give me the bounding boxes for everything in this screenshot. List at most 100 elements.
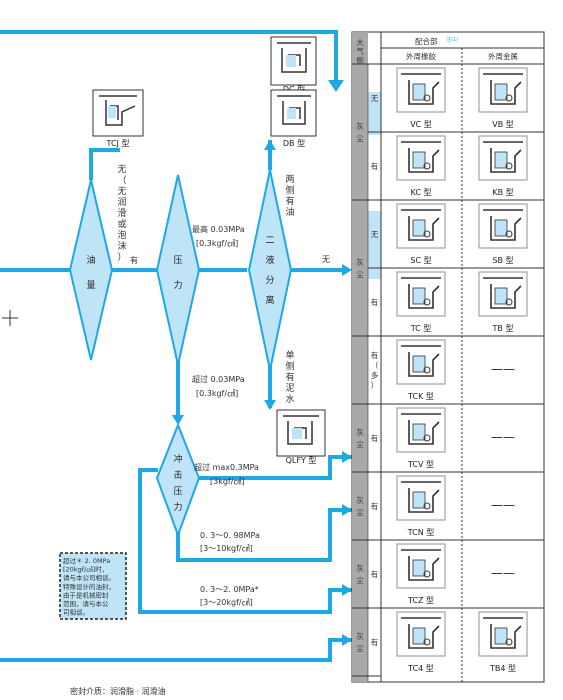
diamond-pressure: 压 力 [155, 174, 201, 366]
branch-oil-none-char-1: （ [117, 175, 126, 186]
table-header-rubber: 外周橡胶 [406, 51, 436, 61]
branch-impact-max-label-1: 超过 max0.3MPa [194, 462, 259, 472]
table-sub-label-3-0-0: 有 [371, 433, 379, 443]
flow-bottom [0, 638, 352, 662]
table-row: TCK 型—— [396, 339, 515, 401]
flow-arrows [172, 80, 352, 646]
seal-drawing-rubber-4 [396, 339, 446, 385]
diamond-impact-label-3: 力 [173, 501, 182, 513]
flow-impact-max [199, 455, 352, 480]
branch-oil-none-char-6: 泡 [117, 229, 126, 241]
branch-oil-none-char-0: 无 [117, 164, 126, 175]
table-row: SC 型 SB 型 [396, 203, 528, 265]
table-row: KC 型 KB 型 [396, 135, 528, 197]
table-sub-label-6-0-0: 有 [371, 637, 379, 647]
table-sub-label-5-0-0: 有 [371, 569, 379, 579]
table-group-label-5-1: 尘 [356, 575, 364, 585]
seal-label-rubber-2: SC 型 [410, 256, 431, 265]
branch-pressure-high-label-1: 超过 0.03MPa [192, 374, 245, 384]
table-group-label-3-0: 灰 [356, 427, 364, 437]
diamond-liquid-label-3: 离 [265, 294, 274, 306]
branch-one-side-char-4: 水 [285, 393, 294, 405]
table-sub-label-2-0-3: ） [371, 381, 379, 390]
table-group-label-4-1: 尘 [356, 507, 364, 517]
branch-oil-none-char-7: 沫 [117, 240, 126, 252]
table-group-label-6-1: 尘 [356, 643, 364, 653]
seal-drawing-rubber-5 [396, 407, 446, 453]
table-row: VC 型 VB 型 [396, 67, 528, 129]
branch-oil-none-char-4: 滑 [117, 208, 126, 219]
seal-label-rubber-6: TCN 型 [407, 528, 435, 537]
seal-label-rubber-1: KC 型 [411, 188, 432, 197]
flow-impact-low [138, 468, 352, 614]
branch-oil-none-char-8: ） [117, 252, 126, 263]
diamond-liquid-label-1: 液 [265, 254, 274, 266]
seal-label-metal-4: —— [491, 362, 515, 376]
note-line-6: 司相谈。 [63, 608, 89, 617]
flow-impact-mid [176, 508, 352, 562]
seal-label-metal-1: KB 型 [492, 188, 513, 197]
seal-drawing-metal-0 [478, 67, 528, 113]
diamond-impact-label-1: 击 [173, 469, 182, 481]
seal-label-rubber-5: TCV 型 [407, 460, 434, 469]
branch-two-sides-char-0: 两 [285, 174, 294, 185]
table-header-side-char-1: 气 [356, 46, 364, 56]
table-group-label-4-0: 灰 [356, 495, 364, 505]
branch-pressure-low-label-1: 最高 0.03MPa [192, 224, 245, 234]
seal-box-db: DB 型 [270, 89, 317, 148]
branch-impact-low-label-2: [3～20kgf/㎠] [200, 598, 253, 607]
table-sub-label-0-1-0: 有 [371, 161, 379, 171]
seal-label-rubber-0: VC 型 [410, 120, 432, 129]
table-row: TCN 型 —— [396, 475, 515, 537]
table-group-label-6-0: 灰 [356, 631, 364, 641]
note-lines: 超过＊ 2. 0MPa[20kgf/㎠]时，请与本公司相谈。特殊设计的油封，由于… [63, 556, 115, 617]
table-header-part-mark: 注(1) [446, 36, 458, 43]
branch-two-sides-char-3: 油 [285, 206, 294, 218]
branch-pressure-low-label-2: [0.3kgf/㎠] [196, 239, 238, 248]
seal-label-qlfy: QLFY 型 [286, 456, 317, 465]
highlight-row-0 [368, 92, 381, 135]
seal-drawing-rubber-1 [396, 135, 446, 181]
seal-label-rubber-8: TC4 型 [407, 664, 434, 673]
table-group-label-5-0: 灰 [356, 563, 364, 573]
seal-selection-table: 大气侧 配合部 注(1) 外周橡胶 外周金属 灰尘无有灰尘无有有（多）灰尘有灰尘… [351, 31, 545, 683]
diamond-oil-label-0: 油 [86, 254, 95, 266]
flow-oil-none [89, 148, 120, 180]
branch-impact-low-label-1: 0. 3～2. 0MPa* [200, 585, 259, 594]
seal-drawing-rubber-2 [396, 203, 446, 249]
branch-pressure-high-label-2: [0.3kgf/㎠] [196, 389, 238, 398]
note-box: 超过＊ 2. 0MPa[20kgf/㎠]时，请与本公司相谈。特殊设计的油封，由于… [59, 552, 127, 620]
note-line-0: 超过＊ 2. 0MPa [63, 556, 110, 565]
branch-impact-mid-label-1: 0. 3～0. 98MPa [200, 531, 260, 540]
seal-label-metal-6: —— [491, 498, 515, 512]
seal-label-metal-0: VB 型 [492, 120, 514, 129]
branch-impact-mid-label-2: [3～10kgf/㎠] [200, 544, 253, 553]
branch-oil-none-char-5: 或 [117, 218, 126, 230]
note-line-3: 特殊设计的油封， [63, 582, 115, 591]
branch-oil-yes-label: 有 [130, 255, 138, 265]
seal-label-tcj: TCJ 型 [106, 139, 130, 148]
diamond-pressure-label-0: 压 [173, 255, 182, 266]
table-group-label-1-0: 灰 [356, 257, 364, 267]
branch-one-side-char-3: 泥 [285, 383, 294, 394]
table-sub-label-1-0-0: 无 [371, 230, 379, 239]
note-line-1: [20kgf/㎠]时， [63, 565, 108, 574]
branch-oil-none-char-2: 无 [117, 186, 126, 197]
seal-label-metal-2: SB 型 [492, 256, 513, 265]
seal-label-rubber-3: TC 型 [410, 324, 432, 333]
flow-top-to-table [0, 30, 338, 80]
diamond-impact-label-0: 冲 [173, 453, 182, 465]
note-line-2: 请与本公司相谈。 [63, 573, 115, 582]
seal-drawing-metal-8 [478, 611, 528, 657]
branch-liquid-none-label: 无 [322, 255, 330, 264]
seal-drawing-rubber-7 [396, 543, 446, 589]
diamond-oil-label-1: 量 [86, 280, 95, 291]
highlight-row-2 [368, 211, 381, 279]
table-row: TCZ 型—— [396, 543, 515, 605]
footer-medium: 密封介质：润滑脂 · 润滑油 [70, 686, 166, 696]
